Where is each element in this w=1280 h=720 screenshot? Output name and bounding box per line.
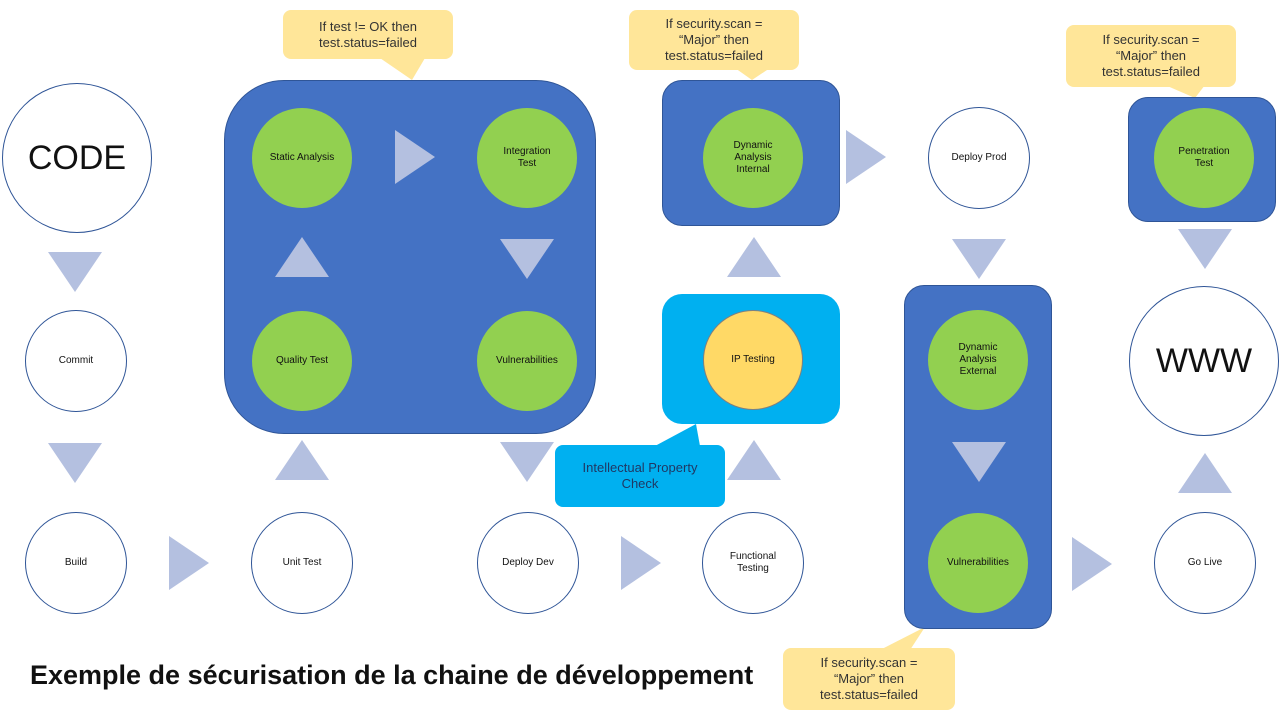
- arrow-down-icon: [500, 442, 554, 482]
- build-node[interactable]: Build: [25, 512, 127, 614]
- arrow-up-icon: [275, 440, 329, 480]
- www-node[interactable]: WWW: [1129, 286, 1279, 436]
- arrow-down-icon: [48, 443, 102, 483]
- penetration-test-node[interactable]: Penetration Test: [1154, 108, 1254, 208]
- integration-test-node[interactable]: Integration Test: [477, 108, 577, 208]
- quality-test-node[interactable]: Quality Test: [252, 311, 352, 411]
- ip-callout: Intellectual Property Check: [555, 445, 725, 507]
- security-pentest-note: If security.scan = “Major” then test.sta…: [1066, 25, 1236, 87]
- arrow-down-icon: [952, 442, 1006, 482]
- security-external-note: If security.scan = “Major” then test.sta…: [783, 648, 955, 710]
- security-pentest-pointer: [1165, 85, 1205, 98]
- ip-callout-pointer: [655, 424, 700, 446]
- test-rule-note: If test != OK then test.status=failed: [283, 10, 453, 59]
- code-node[interactable]: CODE: [2, 83, 152, 233]
- arrow-up-icon: [1178, 453, 1232, 493]
- arrow-down-icon: [48, 252, 102, 292]
- arrow-down-icon: [952, 239, 1006, 279]
- vulnerabilities-node[interactable]: Vulnerabilities: [477, 311, 577, 411]
- vulnerabilities-external-node[interactable]: Vulnerabilities: [928, 513, 1028, 613]
- arrow-down-icon: [500, 239, 554, 279]
- arrow-right-icon: [846, 130, 886, 184]
- ip-testing-node[interactable]: IP Testing: [703, 310, 803, 410]
- unit-test-node[interactable]: Unit Test: [251, 512, 353, 614]
- commit-node[interactable]: Commit: [25, 310, 127, 412]
- deploy-prod-node[interactable]: Deploy Prod: [928, 107, 1030, 209]
- static-analysis-node[interactable]: Static Analysis: [252, 108, 352, 208]
- security-internal-note: If security.scan = “Major” then test.sta…: [629, 10, 799, 70]
- page-title: Exemple de sécurisation de la chaine de …: [30, 660, 754, 690]
- dynamic-internal-node[interactable]: Dynamic Analysis Internal: [703, 108, 803, 208]
- arrow-down-icon: [1178, 229, 1232, 269]
- go-live-node[interactable]: Go Live: [1154, 512, 1256, 614]
- functional-testing-node[interactable]: Functional Testing: [702, 512, 804, 614]
- security-internal-pointer: [735, 68, 770, 80]
- arrow-up-icon: [727, 237, 781, 277]
- arrow-right-icon: [169, 536, 209, 590]
- dynamic-external-node[interactable]: Dynamic Analysis External: [928, 310, 1028, 410]
- deploy-dev-node[interactable]: Deploy Dev: [477, 512, 579, 614]
- arrow-up-icon: [275, 237, 329, 277]
- arrow-up-icon: [727, 440, 781, 480]
- arrow-right-icon: [621, 536, 661, 590]
- arrow-right-icon: [395, 130, 435, 184]
- test-rule-pointer: [380, 58, 425, 80]
- arrow-right-icon: [1072, 537, 1112, 591]
- security-external-pointer: [880, 627, 925, 650]
